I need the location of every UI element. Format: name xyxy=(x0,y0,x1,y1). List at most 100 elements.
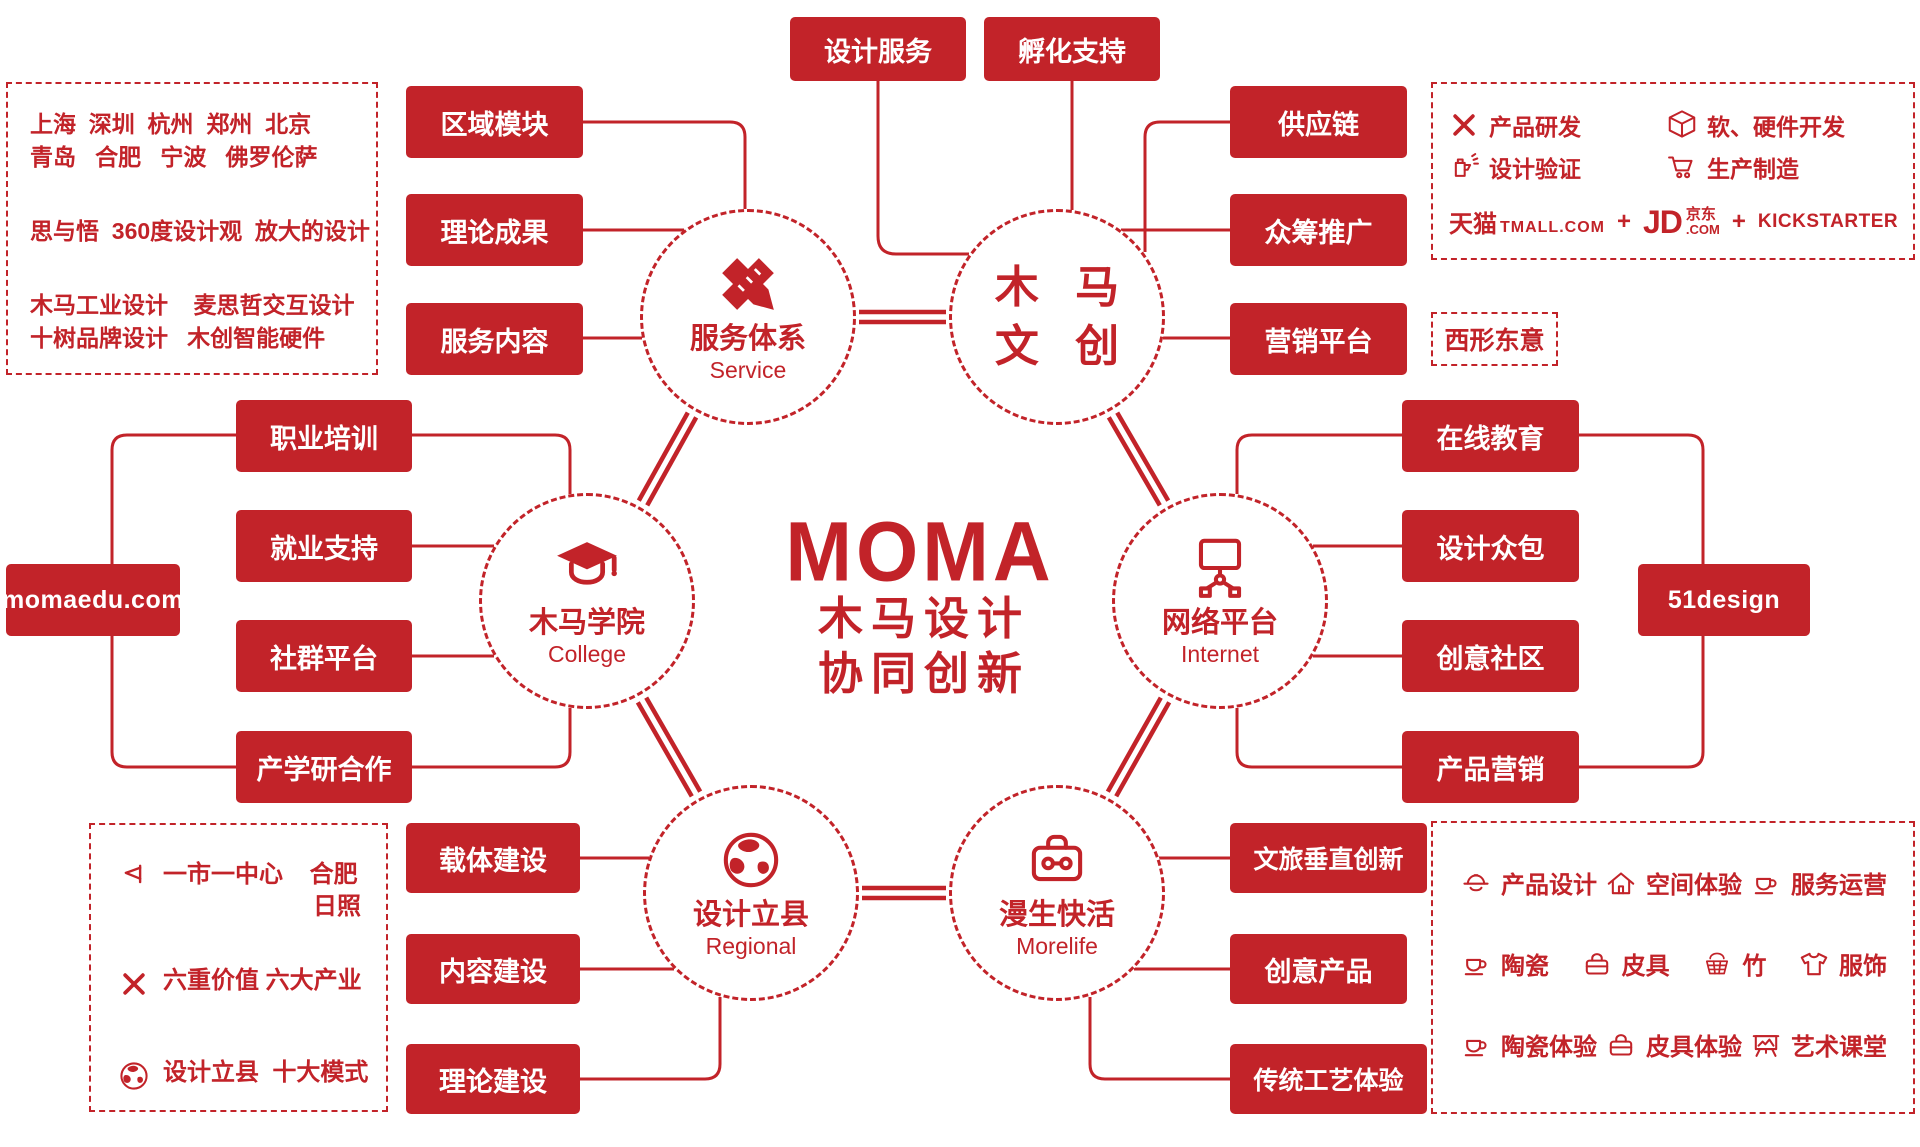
node-morelife-title: 漫生快活 xyxy=(998,898,1115,931)
node-wenchuang-line2: 文 创 xyxy=(994,322,1132,371)
morelife-item: 艺术课堂 xyxy=(1749,1027,1887,1062)
rnd-item: 生产制造 xyxy=(1665,146,1895,188)
tmall-logo: 天猫 TMALL.COM xyxy=(1449,204,1605,239)
jd-logo: JD 京东 .COM xyxy=(1643,206,1720,238)
philosophy-line: 思与悟 360度设计观 放大的设计 xyxy=(30,218,370,244)
morelife-item-label: 陶瓷 xyxy=(1501,953,1549,980)
morelife-item-label: 服务运营 xyxy=(1791,872,1887,899)
cup-icon xyxy=(1459,1028,1493,1062)
morelife-item: 空间体验 xyxy=(1604,865,1742,900)
kickstarter-logo: KICKSTARTER xyxy=(1757,210,1899,232)
box-design-crowdsourcing: 设计众包 xyxy=(1402,510,1579,582)
cup-icon xyxy=(1749,866,1783,900)
node-wenchuang-line1: 木 马 xyxy=(994,262,1132,312)
regional-note-1-line1: 一市一中心 合肥 xyxy=(163,861,358,888)
rnd-item-label: 设计验证 xyxy=(1489,156,1581,182)
rnd-item-label: 生产制造 xyxy=(1707,156,1799,182)
box-theory-result: 理论成果 xyxy=(406,194,583,266)
pencil-ruler-cross-icon xyxy=(714,250,782,318)
box-community-platform: 社群平台 xyxy=(236,620,412,692)
cube-icon xyxy=(1665,108,1699,142)
cart-icon xyxy=(1665,150,1699,184)
bag-icon xyxy=(1604,1028,1638,1062)
box-incubation-support: 孵化支持 xyxy=(984,17,1160,81)
tmall-logo-en: TMALL.COM xyxy=(1500,219,1605,236)
box-marketing-platform: 营销平台 xyxy=(1230,303,1407,375)
node-morelife: 漫生快活 Morelife xyxy=(949,785,1165,1001)
box-carrier-construction: 载体建设 xyxy=(406,823,580,893)
panel-cities-philosophy: 上海 深圳 杭州 郑州 北京 青岛 合肥 宁波 佛罗伦萨 思与悟 360度设计观… xyxy=(6,82,378,375)
node-morelife-subtitle: Morelife xyxy=(1016,932,1098,959)
box-product-marketing: 产品营销 xyxy=(1402,731,1579,803)
moma-logo-text: MOMA xyxy=(785,504,1055,599)
morelife-item: 陶瓷 xyxy=(1459,946,1549,981)
node-service-subtitle: Service xyxy=(709,356,787,383)
house-icon xyxy=(1604,866,1638,900)
rnd-item-label: 产品研发 xyxy=(1489,114,1581,140)
helmet-icon xyxy=(1459,866,1493,900)
brands-line-2: 十树品牌设计 木创智能硬件 xyxy=(30,325,326,351)
node-internet: 网络平台 Internet xyxy=(1112,493,1328,709)
box-creative-products: 创意产品 xyxy=(1230,934,1407,1004)
morelife-row-2: 陶瓷 皮具 竹 服饰 xyxy=(1433,946,1913,981)
plus-sign: + xyxy=(1616,207,1631,235)
morelife-item-label: 服饰 xyxy=(1838,953,1887,980)
box-design-service: 设计服务 xyxy=(790,17,966,81)
morelife-item: 陶瓷体验 xyxy=(1459,1027,1597,1062)
morelife-row-3: 陶瓷体验 皮具体验 艺术课堂 xyxy=(1433,1027,1913,1062)
box-momaedu: momaedu.com xyxy=(2,564,183,636)
node-regional-title: 设计立县 xyxy=(692,898,809,931)
box-online-education: 在线教育 xyxy=(1402,400,1579,472)
box-creative-community: 创意社区 xyxy=(1402,620,1579,692)
node-college-title: 木马学院 xyxy=(528,606,645,639)
morelife-item-label: 空间体验 xyxy=(1646,872,1742,899)
box-cultural-tourism: 文旅垂直创新 xyxy=(1230,823,1427,893)
node-college-subtitle: College xyxy=(548,640,626,667)
morelife-item: 服务运营 xyxy=(1749,865,1887,900)
box-theory-construction: 理论建设 xyxy=(406,1044,580,1114)
regional-note-3: 设计立县 十大模式 xyxy=(91,1057,386,1093)
flag-icon xyxy=(117,861,151,895)
regional-note-2-label: 六重价值 六大产业 xyxy=(163,967,362,994)
box-region-module: 区域模块 xyxy=(406,86,583,158)
partner-logos: 天猫 TMALL.COM + JD 京东 .COM + KICKSTARTER xyxy=(1433,188,1913,239)
regional-note-1: 一市一中心 合肥 日照 xyxy=(91,859,386,923)
regional-note-3-label: 设计立县 十大模式 xyxy=(163,1059,369,1086)
graduation-cap-icon xyxy=(553,534,621,602)
box-xixingdongyi: 西形东意 xyxy=(1431,312,1558,366)
basket-icon xyxy=(1700,947,1734,981)
jd-logo-com: .COM xyxy=(1685,221,1720,237)
tools-cross-icon xyxy=(1447,108,1481,142)
morelife-item-label: 竹 xyxy=(1742,953,1767,980)
box-employment-support: 就业支持 xyxy=(236,510,412,582)
node-service-title: 服务体系 xyxy=(689,322,806,355)
suitcase-glasses-icon xyxy=(1023,826,1091,894)
box-supply-chain: 供应链 xyxy=(1230,86,1407,158)
morelife-item: 竹 xyxy=(1700,946,1766,981)
shirt-icon xyxy=(1797,947,1831,981)
rnd-item-label: 软、硬件开发 xyxy=(1707,114,1845,140)
node-internet-title: 网络平台 xyxy=(1161,606,1278,639)
morelife-item: 皮具 xyxy=(1580,946,1670,981)
morelife-row-1: 产品设计 空间体验 服务运营 xyxy=(1433,865,1913,900)
plus-sign: + xyxy=(1731,207,1746,235)
bag-icon xyxy=(1580,947,1614,981)
brands-line-1: 木马工业设计 麦思哲交互设计 xyxy=(30,292,355,318)
node-regional: 设计立县 Regional xyxy=(643,785,859,1001)
morelife-item-label: 艺术课堂 xyxy=(1791,1034,1887,1061)
rnd-item: 软、硬件开发 xyxy=(1665,104,1895,146)
cities-line-2: 青岛 合肥 宁波 佛罗伦萨 xyxy=(30,144,318,170)
globe-icon xyxy=(717,826,785,894)
morelife-item: 服饰 xyxy=(1797,946,1887,981)
jd-logo-cn: 京东 xyxy=(1685,205,1716,223)
cup-icon xyxy=(1459,947,1493,981)
box-traditional-craft: 传统工艺体验 xyxy=(1230,1044,1427,1114)
morelife-item-label: 产品设计 xyxy=(1501,872,1597,899)
cities-line-1: 上海 深圳 杭州 郑州 北京 xyxy=(30,111,312,137)
morelife-item: 皮具体验 xyxy=(1604,1027,1742,1062)
box-51design: 51design xyxy=(1638,564,1810,636)
morelife-item: 产品设计 xyxy=(1459,865,1597,900)
center-title-1: 木马设计 xyxy=(817,593,1030,644)
morelife-item-label: 陶瓷体验 xyxy=(1501,1034,1597,1061)
